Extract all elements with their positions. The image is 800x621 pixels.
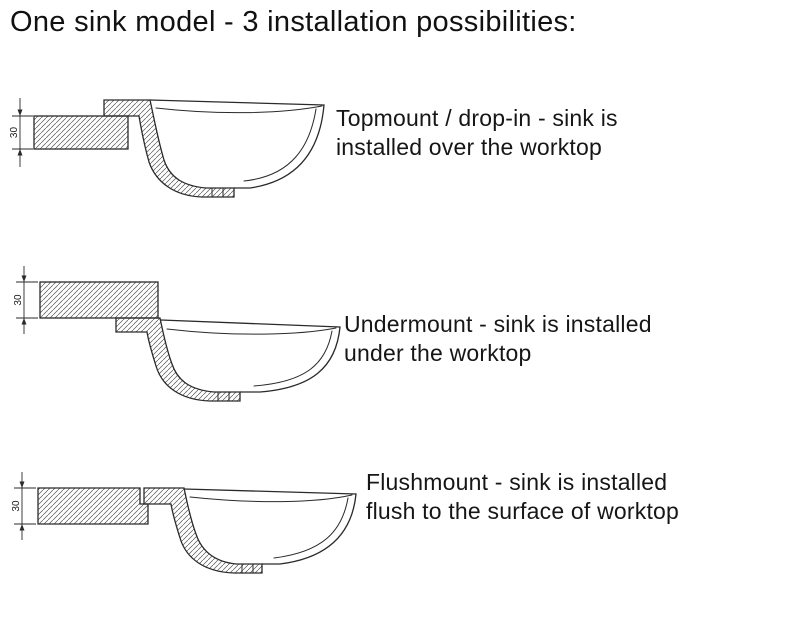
dimension-30-undermount: 30	[13, 266, 38, 334]
sink-rim-inner-arc	[166, 327, 337, 335]
flushmount-diagram: 30	[11, 472, 357, 574]
caption-line-2: flush to the surface of worktop	[366, 498, 680, 525]
worktop-section	[33, 115, 129, 150]
sink-wall-section	[115, 317, 241, 402]
dimension-30-topmount: 30	[9, 98, 33, 167]
dimension-label: 30	[9, 127, 20, 139]
sink-rim-line	[149, 99, 325, 106]
dimension-arrow-up-icon	[19, 524, 25, 531]
dimension-label: 30	[11, 500, 22, 512]
sink-wall-section	[143, 487, 263, 574]
dimension-arrow-down-icon	[17, 109, 23, 116]
caption-line-1: Undermount - sink is installed	[344, 311, 652, 337]
bowl-inner-arc	[253, 330, 333, 387]
dimension-30-flushmount: 30	[11, 472, 36, 540]
dimension-arrow-down-icon	[21, 275, 27, 282]
caption-line-2: under the worktop	[344, 340, 532, 367]
undermount-caption: Undermount - sink is installed under the…	[344, 310, 652, 368]
topmount-caption: Topmount / drop-in - sink is installed o…	[336, 104, 618, 162]
bowl-inner-arc	[273, 497, 349, 559]
sink-rim-inner-arc	[189, 494, 353, 503]
caption-line-1: Topmount / drop-in - sink is	[336, 105, 618, 131]
caption-line-2: installed over the worktop	[336, 134, 603, 161]
bowl-outer-arc	[233, 104, 325, 189]
worktop-section-with-rebate	[37, 487, 149, 525]
caption-line-1: Flushmount - sink is installed	[366, 469, 668, 495]
dimension-arrow-down-icon	[19, 481, 25, 488]
bowl-outer-arc	[261, 493, 357, 565]
dimension-arrow-up-icon	[17, 149, 23, 156]
bowl-outer-arc	[239, 326, 341, 393]
sink-rim-inner-arc	[155, 105, 323, 114]
page-title: One sink model - 3 installation possibil…	[10, 6, 577, 38]
dimension-label: 30	[13, 294, 24, 306]
bowl-inner-arc	[243, 108, 317, 182]
topmount-diagram: 30	[9, 98, 325, 198]
undermount-diagram: 30	[13, 266, 341, 402]
dimension-arrow-up-icon	[21, 318, 27, 325]
worktop-section	[39, 281, 159, 319]
sink-wall-section	[103, 99, 235, 198]
sink-rim-line	[160, 319, 341, 328]
sink-rim-line	[183, 488, 357, 495]
flushmount-caption: Flushmount - sink is installed flush to …	[366, 468, 679, 526]
